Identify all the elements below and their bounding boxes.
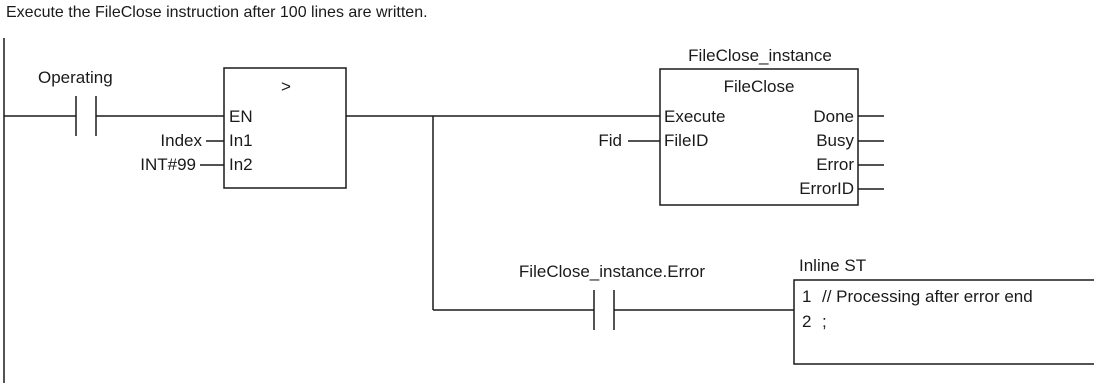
input-in1-variable: Index: [160, 131, 202, 150]
compare-block[interactable]: > EN In1 In2: [223, 67, 347, 189]
contact-fileclose-error[interactable]: FileClose_instance.Error: [519, 262, 705, 330]
contact-operating[interactable]: Operating: [38, 68, 113, 136]
compare-block-title: >: [281, 77, 291, 96]
fileclose-block-title: FileClose: [724, 77, 795, 96]
diagram-caption: Execute the FileClose instruction after …: [6, 4, 428, 21]
inline-st-line-number: 2: [802, 312, 811, 331]
inline-st-line-number: 1: [802, 287, 811, 306]
pin-en: EN: [229, 107, 253, 126]
pin-error: Error: [816, 155, 854, 174]
pin-in2: In2: [229, 155, 253, 174]
inline-st-title: Inline ST: [799, 256, 866, 275]
input-in2-constant: INT#99: [140, 155, 196, 174]
contact-error-label: FileClose_instance.Error: [519, 262, 705, 281]
input-fileid-variable: Fid: [598, 131, 622, 150]
inline-st-box[interactable]: 1 // Processing after error end 2 ;: [793, 279, 1094, 365]
pin-fileid: FileID: [664, 131, 708, 150]
pin-in1: In1: [229, 131, 253, 150]
inline-st-code-line: ;: [822, 312, 827, 331]
pin-errorid: ErrorID: [799, 179, 854, 198]
contact-operating-label: Operating: [38, 68, 113, 87]
inline-st-code-line: // Processing after error end: [822, 287, 1033, 306]
pin-busy: Busy: [816, 131, 854, 150]
fileclose-block[interactable]: FileClose Execute FileID Done Busy Error…: [659, 68, 859, 206]
pin-done: Done: [813, 107, 854, 126]
pin-execute: Execute: [664, 107, 725, 126]
fileclose-instance-name: FileClose_instance: [688, 46, 832, 65]
